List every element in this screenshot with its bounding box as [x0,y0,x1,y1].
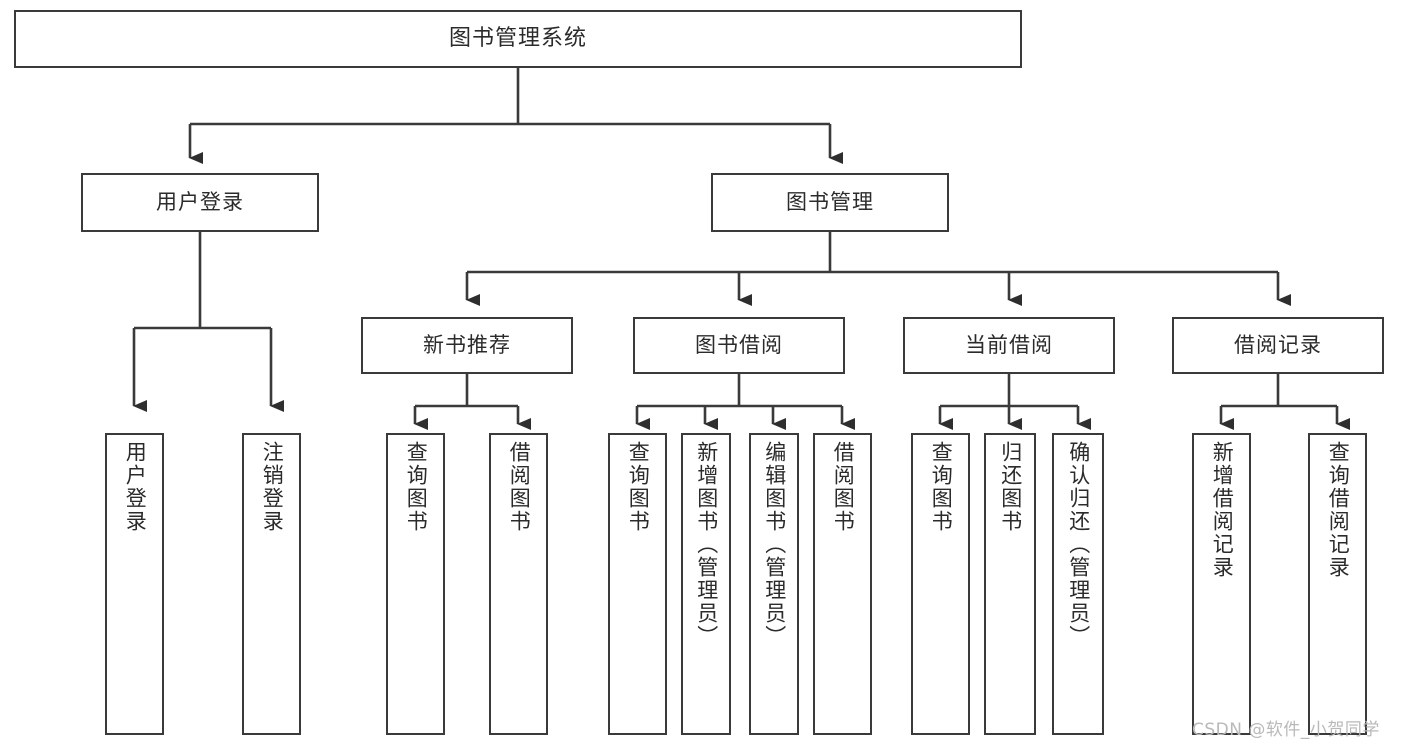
leaf-recommend-borrow-book[interactable]: 借阅图书 [489,433,548,735]
leaf-record-query-borrow-record[interactable]: 查询借阅记录 [1308,433,1367,735]
node-label: 借阅图书 [831,441,856,533]
node-label: 用户登录 [156,189,244,214]
node-book-management[interactable]: 图书管理 [711,173,949,232]
node-label: 新增图书（管理员） [694,441,719,648]
leaf-borrow-edit-book-admin[interactable]: 编辑图书（管理员） [749,433,799,735]
leaf-current-query-book[interactable]: 查询图书 [911,433,970,735]
node-current-borrow[interactable]: 当前借阅 [903,317,1115,374]
node-label: 查询借阅记录 [1326,441,1351,579]
leaf-user-logout[interactable]: 注销登录 [242,433,301,735]
node-label: 归还图书 [998,441,1023,533]
node-label: 借阅记录 [1234,332,1322,357]
node-label: 图书管理系统 [448,25,587,51]
node-label: 当前借阅 [965,332,1053,357]
node-label: 图书管理 [786,189,874,214]
node-new-book-recommend[interactable]: 新书推荐 [361,317,573,374]
node-book-borrow[interactable]: 图书借阅 [633,317,845,374]
leaf-current-return-book[interactable]: 归还图书 [984,433,1036,735]
leaf-borrow-borrow-book[interactable]: 借阅图书 [813,433,872,735]
node-label: 查询图书 [929,441,954,533]
node-label: 查询图书 [626,441,651,533]
node-label: 编辑图书（管理员） [762,441,787,648]
leaf-current-confirm-return-admin[interactable]: 确认归还（管理员） [1052,433,1104,735]
leaf-record-add-borrow-record[interactable]: 新增借阅记录 [1192,433,1251,735]
leaf-borrow-query-book[interactable]: 查询图书 [608,433,667,735]
node-user-login[interactable]: 用户登录 [81,173,319,232]
node-label: 确认归还（管理员） [1066,441,1091,648]
leaf-user-login[interactable]: 用户登录 [105,433,164,735]
node-label: 查询图书 [404,441,429,533]
leaf-borrow-add-book-admin[interactable]: 新增图书（管理员） [681,433,731,735]
node-label: 图书借阅 [695,332,783,357]
node-borrow-record[interactable]: 借阅记录 [1172,317,1384,374]
node-label: 新书推荐 [423,332,511,357]
csdn-watermark: CSDN @软件_小贺同学 [1192,720,1380,740]
node-label: 新增借阅记录 [1210,441,1235,579]
leaf-recommend-query-book[interactable]: 查询图书 [386,433,445,735]
node-label: 注销登录 [260,441,285,533]
node-label: 借阅图书 [507,441,532,533]
node-label: 用户登录 [123,441,148,533]
node-root-system[interactable]: 图书管理系统 [14,10,1022,68]
